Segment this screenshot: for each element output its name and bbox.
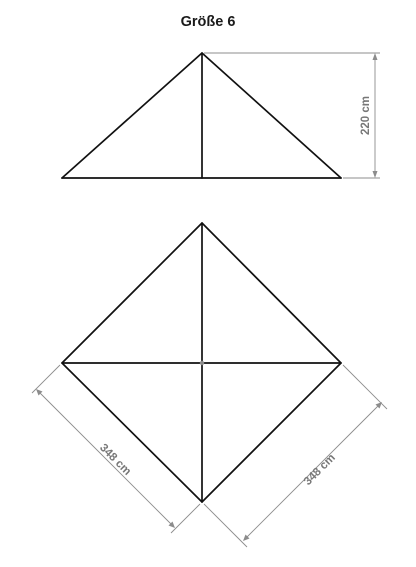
right-dimension-line (245, 404, 380, 539)
right-arrow-start (375, 402, 382, 409)
height-arrow-bottom (372, 171, 378, 178)
side-view (61, 52, 342, 179)
height-dimension: 220 cm (204, 52, 380, 179)
left-side-dimension: 348 cm (31, 364, 201, 534)
height-label: 220 cm (360, 96, 372, 135)
left-arrow-end (168, 521, 175, 528)
top-view (61, 222, 342, 503)
left-arrow-start (36, 389, 43, 396)
right-side-dimension: 348 cm (203, 364, 388, 548)
right-extension-outer (342, 364, 388, 410)
height-arrow-top (372, 53, 378, 60)
right-extension-inner (203, 503, 248, 548)
right-side-label: 348 cm (302, 452, 338, 488)
right-arrow-end (243, 534, 250, 541)
left-dimension-line (38, 391, 173, 526)
top-view-center-hub (199, 360, 205, 366)
left-extension-inner (170, 503, 201, 534)
left-extension-outer (31, 364, 61, 394)
page-title: Größe 6 (180, 14, 236, 30)
left-side-label: 348 cm (97, 442, 133, 478)
